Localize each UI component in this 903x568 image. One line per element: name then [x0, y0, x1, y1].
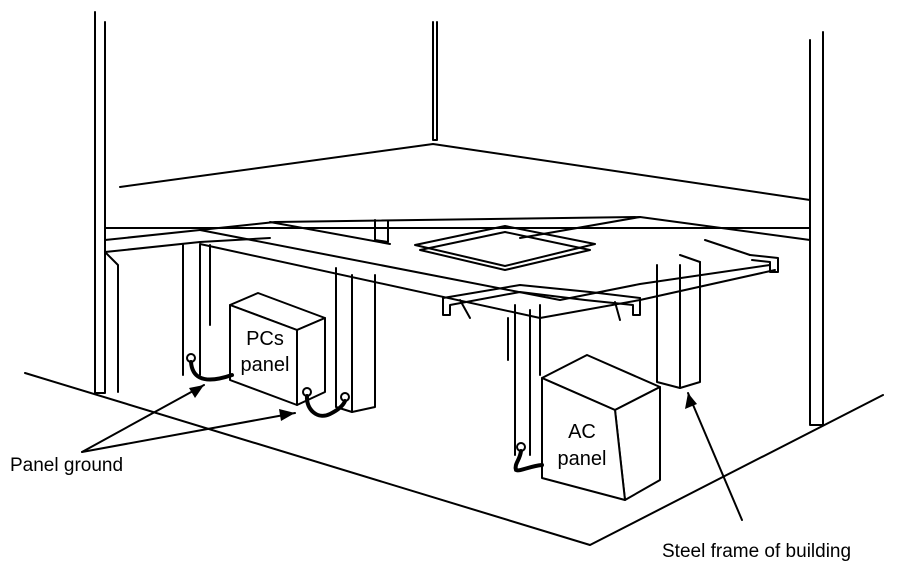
pcs-panel-label-line1: PCs	[246, 328, 284, 350]
ac-panel-box: AC panel	[541, 354, 661, 501]
pcs-panel-box: PCs panel	[229, 292, 326, 406]
ac-panel-label-line1: AC	[568, 421, 596, 443]
label-steel-frame: Steel frame of building	[662, 541, 851, 562]
ac-panel-label-line2: panel	[558, 448, 607, 470]
steel-beam-grid	[104, 216, 811, 321]
label-panel-ground: Panel ground	[10, 455, 123, 476]
callout-arrows	[81, 384, 743, 521]
steel-columns	[104, 219, 701, 456]
floor-outline	[24, 372, 884, 546]
ground-cables	[186, 353, 544, 473]
pcs-panel-label-line2: panel	[241, 354, 290, 376]
